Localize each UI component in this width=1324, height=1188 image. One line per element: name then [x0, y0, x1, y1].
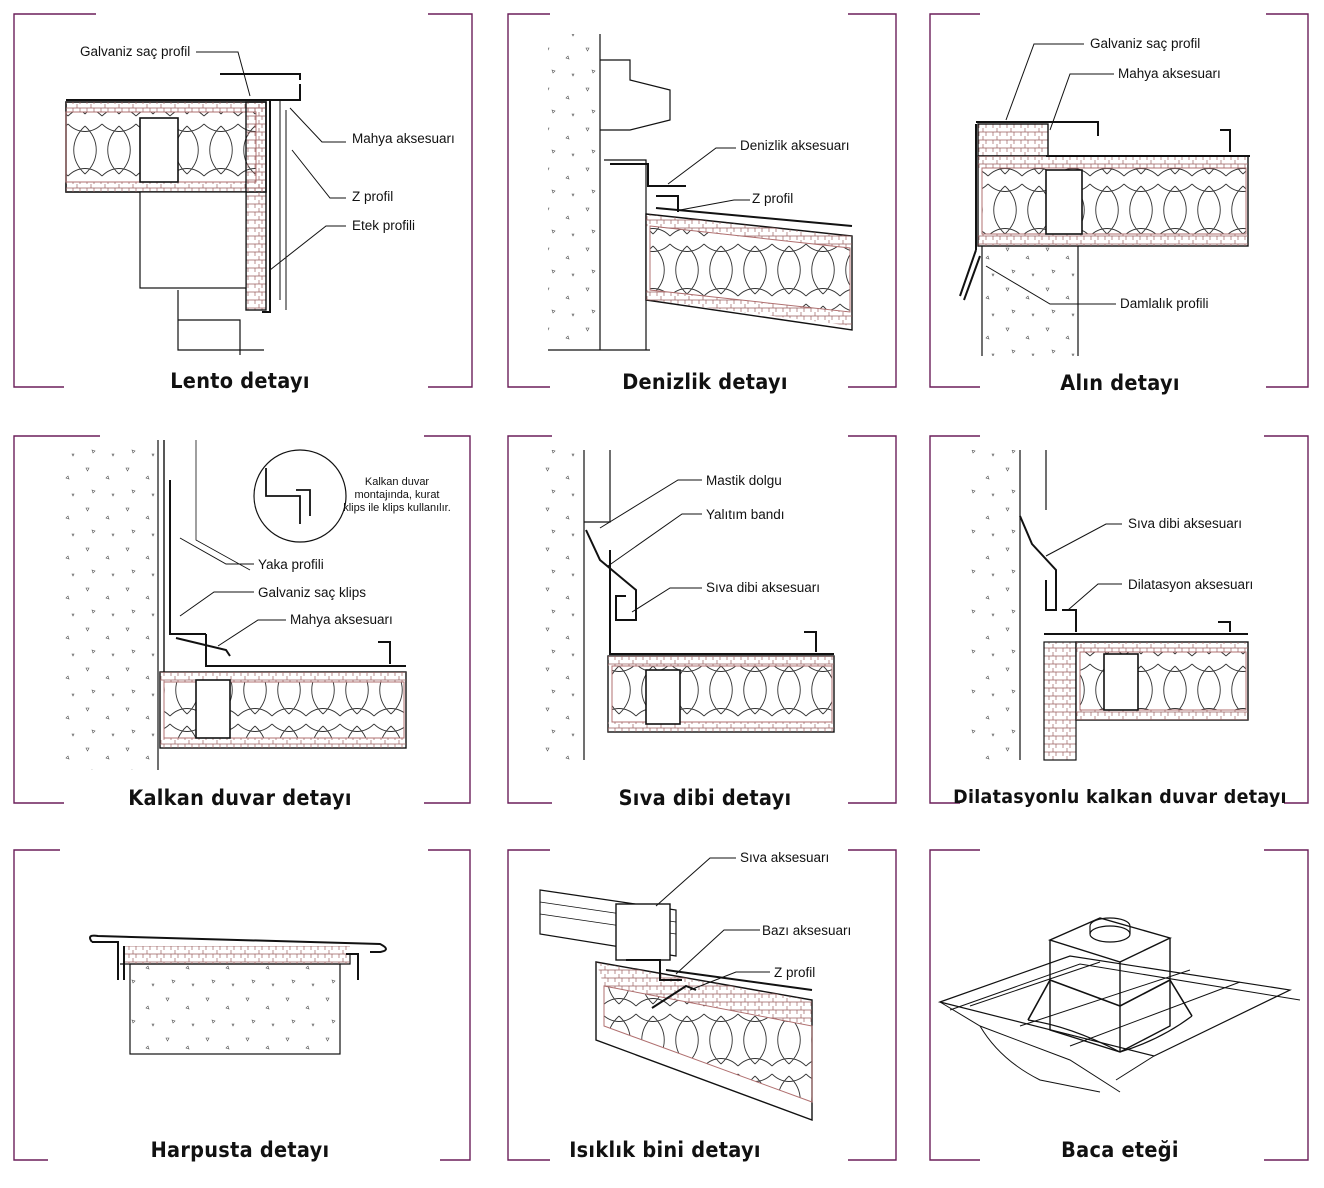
- isiklik-bini-drawing: [507, 849, 897, 1161]
- panel-title: Sıva dibi detayı: [618, 786, 792, 810]
- dilatasyonlu-drawing: [929, 435, 1309, 804]
- label-mahya-aksesuari: Mahya aksesuarı: [1118, 66, 1221, 81]
- label-galvaniz-sac-klips: Galvaniz saç klips: [258, 585, 367, 600]
- label-siva-dibi-aksesuari: Sıva dibi aksesuarı: [1128, 516, 1243, 531]
- label-dilatasyon-aksesuari: Dilatasyon aksesuarı: [1128, 577, 1254, 592]
- label-mahya-aksesuari: Mahya aksesuarı: [352, 131, 455, 146]
- panel-title: Denizlik detayı: [622, 370, 788, 394]
- label-etek-profili: Etek profili: [352, 218, 416, 233]
- panel-alin: Galvaniz saç profil Mahya aksesuarı Daml…: [920, 0, 1320, 410]
- label-bazi-aksesuari: Bazı aksesuarı: [762, 923, 852, 938]
- lento-drawing: [13, 13, 473, 388]
- panel-baca-etegi: Baca eteği: [920, 830, 1320, 1188]
- alin-drawing: [929, 13, 1309, 388]
- label-galvaniz-sac-profil: Galvaniz saç profil: [80, 44, 191, 59]
- label-denizlik-aksesuari: Denizlik aksesuarı: [740, 138, 850, 153]
- label-mahya-aksesuari: Mahya aksesuarı: [290, 612, 393, 627]
- panel-denizlik: Denizlik aksesuarı Z profil Denizlik det…: [500, 0, 910, 410]
- label-yalitim-bandi: Yalıtım bandı: [706, 507, 785, 522]
- panel-lento: Galvaniz saç profil Mahya aksesuarı Z pr…: [0, 0, 480, 410]
- panel-title: Lento detayı: [170, 369, 310, 393]
- label-siva-aksesuari: Sıva aksesuarı: [740, 850, 830, 865]
- panel-kalkan-duvar: Yaka profili Galvaniz saç klips Mahya ak…: [0, 420, 480, 820]
- panel-title: Alın detayı: [1060, 371, 1180, 395]
- label-mastik-dolgu: Mastik dolgu: [706, 473, 782, 488]
- label-z-profil: Z profil: [752, 191, 794, 206]
- siva-dibi-drawing: [507, 435, 897, 804]
- panel-isiklik-bini: Sıva aksesuarı Bazı aksesuarı Z profil I…: [500, 830, 910, 1188]
- panel-title: Isıklık bini detayı: [569, 1138, 761, 1162]
- label-damlalik-profili: Damlalık profili: [1120, 296, 1209, 311]
- panel-dilatasyonlu: Sıva dibi aksesuarı Dilatasyon aksesuarı…: [920, 420, 1320, 820]
- label-siva-dibi-aksesuari: Sıva dibi aksesuarı: [706, 580, 821, 595]
- panel-siva-dibi: Mastik dolgu Yalıtım bandı Sıva dibi aks…: [500, 420, 910, 820]
- harpusta-drawing: [13, 849, 471, 1161]
- label-galvaniz-sac-profil: Galvaniz saç profil: [1090, 36, 1201, 51]
- panel-harpusta: Harpusta detayı: [0, 830, 480, 1188]
- panel-title: Dilatasyonlu kalkan duvar detayı: [953, 786, 1287, 808]
- label-z-profil: Z profil: [352, 189, 394, 204]
- denizlik-drawing: [507, 13, 897, 388]
- kalkan-duvar-drawing: [13, 435, 471, 804]
- panel-title: Baca eteği: [1061, 1138, 1179, 1162]
- panel-title: Kalkan duvar detayı: [128, 786, 352, 810]
- zoom-note: Kalkan duvar montajında, kurat klips ile…: [343, 476, 451, 514]
- label-z-profil: Z profil: [774, 965, 816, 980]
- baca-etegi-drawing: [929, 849, 1309, 1161]
- label-yaka-profili: Yaka profili: [258, 557, 324, 572]
- panel-title: Harpusta detayı: [150, 1138, 330, 1162]
